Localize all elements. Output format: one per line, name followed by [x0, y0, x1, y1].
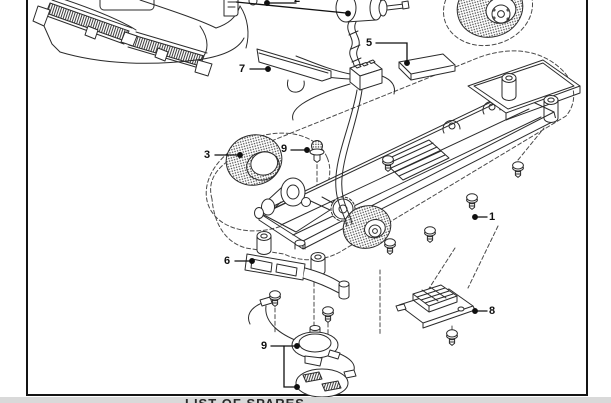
car-body-shell-illustration	[32, 0, 249, 77]
part-label-6: 6	[224, 255, 231, 267]
front-axle-assembly-illustration	[254, 177, 311, 219]
magnet-illustration	[398, 53, 456, 81]
front-tyre-illustration	[225, 134, 283, 186]
chassis-illustration	[256, 59, 581, 276]
light-bar-illustration	[256, 48, 332, 93]
part-label-2-clipped: 2	[294, 0, 300, 5]
wiring-harness-illustration	[291, 55, 395, 227]
list-of-spares-caption: LIST OF SPARES	[185, 397, 305, 403]
part-label-8: 8	[489, 305, 496, 317]
caption-bar: LIST OF SPARES	[0, 397, 611, 403]
guide-pickup-illustration	[248, 296, 357, 398]
part-label-7: 7	[239, 63, 246, 75]
part-label-9-guide: 9	[261, 340, 268, 352]
page-border-frame	[26, 0, 588, 396]
part-label-5: 5	[366, 37, 373, 49]
part-label-9-screw: 9	[281, 143, 288, 155]
axle-screw-illustration	[309, 140, 325, 163]
label-leader-lines	[214, 0, 488, 390]
front-bumper-illustration	[244, 253, 350, 300]
digital-chip-illustration	[395, 284, 476, 329]
rear-wheel-top-right-illustration	[456, 0, 524, 38]
part-label-3: 3	[204, 149, 211, 161]
part-label-1: 1	[489, 211, 496, 223]
